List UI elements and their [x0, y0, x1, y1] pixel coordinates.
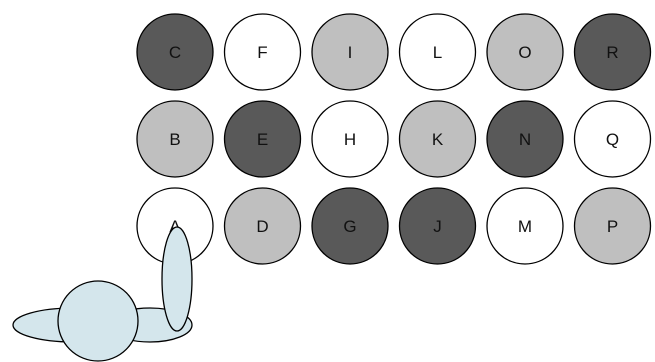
disc-label: K — [432, 130, 444, 149]
disc-l: L — [400, 14, 476, 90]
disc-label: F — [257, 43, 267, 62]
disc-e: E — [225, 101, 301, 177]
disc-label: N — [519, 130, 531, 149]
disc-label: H — [344, 130, 356, 149]
disc-m: M — [487, 188, 563, 264]
disc-q: Q — [575, 101, 651, 177]
disc-label: E — [257, 130, 268, 149]
disc-label: J — [433, 217, 442, 236]
disc-p: P — [575, 188, 651, 264]
disc-label: R — [606, 43, 618, 62]
disc-label: L — [433, 43, 442, 62]
disc-label: G — [343, 217, 356, 236]
disc-g: G — [312, 188, 388, 264]
disc-label: B — [169, 130, 180, 149]
disc-n: N — [487, 101, 563, 177]
disc-label: Q — [606, 130, 619, 149]
disc-c: C — [137, 14, 213, 90]
disc-i: I — [312, 14, 388, 90]
disc-label: C — [169, 43, 181, 62]
disc-label: P — [607, 217, 618, 236]
disc-f: F — [225, 14, 301, 90]
disc-label: I — [348, 43, 353, 62]
disc-label: M — [518, 217, 532, 236]
disc-j: J — [400, 188, 476, 264]
person-raised-arm — [162, 227, 192, 331]
disc-b: B — [137, 101, 213, 177]
disc-o: O — [487, 14, 563, 90]
disc-d: D — [225, 188, 301, 264]
person-head — [58, 281, 138, 361]
disc-h: H — [312, 101, 388, 177]
person-top-view-icon — [13, 227, 192, 361]
disc-k: K — [400, 101, 476, 177]
disc-label: D — [256, 217, 268, 236]
disc-label: O — [518, 43, 531, 62]
disc-r: R — [575, 14, 651, 90]
